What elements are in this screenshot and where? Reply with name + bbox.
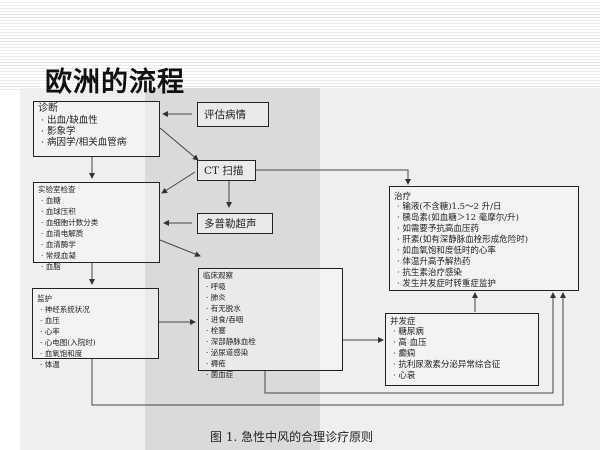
monitor-item: 心率 bbox=[40, 326, 154, 337]
arrow-lab-to-clinical bbox=[159, 239, 201, 257]
treatment-heading: 治疗 bbox=[394, 192, 412, 202]
lab-tests-box: 实验室检查 血糖血球压积血细胞计数分类血清电解质血清酶学常规血凝血脂 bbox=[33, 182, 160, 271]
diagnosis-item: 影象学 bbox=[41, 126, 155, 137]
complications-box: 并发症 糖尿病高 血压癫痫抗利尿激素分泌异常综合征心衰 bbox=[385, 313, 539, 386]
lab-item: 常规血凝 bbox=[41, 250, 155, 261]
lab-item: 血脂 bbox=[41, 261, 155, 272]
ct-scan-box: CT 扫描 bbox=[197, 160, 256, 181]
clinical-item: 有无脱水 bbox=[206, 303, 338, 314]
monitoring-box: 监护 神经系统状况血压心率心电图(入院时)血氧饱和度体温 bbox=[32, 288, 159, 369]
treatment-item: 肝素(如有深静脉血栓形成危险时) bbox=[397, 235, 574, 246]
treatment-item: 胰岛素(如血糖＞12 毫摩尔/升) bbox=[397, 213, 574, 224]
assess-box: 评估病情 bbox=[197, 102, 269, 127]
monitor-item: 血压 bbox=[40, 315, 154, 326]
lab-heading: 实验室检查 bbox=[38, 185, 76, 194]
complication-item: 心衰 bbox=[393, 371, 534, 382]
clinical-observation-box: 临床观察 呼吸肺炎有无脱水进食/吞咽栓塞深部静脉血栓泌尿道感染褥疮菌血症 bbox=[198, 268, 343, 379]
treatment-item: 发生并发症时转重症监护 bbox=[397, 279, 574, 290]
monitor-heading: 监护 bbox=[37, 294, 52, 303]
treatment-item: 输液(不含糖)1.5～2 升/日 bbox=[397, 202, 574, 213]
arrow-ct-to-treatment bbox=[256, 169, 411, 185]
complication-item: 抗利尿激素分泌异常综合征 bbox=[393, 360, 534, 371]
clinical-item: 进食/吞咽 bbox=[206, 314, 338, 325]
monitor-item: 心电图(入院时) bbox=[40, 337, 154, 348]
slide-header-background bbox=[0, 0, 600, 90]
complications-heading: 并发症 bbox=[390, 317, 416, 327]
slide-title: 欧洲的流程 bbox=[45, 67, 185, 98]
lab-item: 血球压积 bbox=[41, 206, 155, 217]
arrow-clinical-to-treatment bbox=[264, 292, 556, 394]
treatment-item: 抗生素治疗感染 bbox=[397, 268, 574, 279]
complication-item: 高 血压 bbox=[393, 338, 534, 349]
figure-caption: 图 1. 急性中风的合理诊疗原则 bbox=[210, 430, 374, 444]
clinical-item: 菌血症 bbox=[206, 369, 338, 380]
doppler-box: 多普勒超声 bbox=[197, 213, 273, 234]
lab-item: 血清酶学 bbox=[41, 239, 155, 250]
treatment-item: 体温升高予解热药 bbox=[397, 257, 574, 268]
diagnosis-box: 诊断 出血/缺血性影象学病因学/相关血管病 bbox=[33, 101, 160, 157]
clinical-item: 深部静脉血栓 bbox=[206, 336, 338, 347]
treatment-box: 治疗 输液(不含糖)1.5～2 升/日胰岛素(如血糖＞12 毫摩尔/升)如需要予… bbox=[389, 186, 579, 291]
diagnosis-heading: 诊断 bbox=[38, 103, 58, 114]
treatment-item: 如需要予抗高血压药 bbox=[397, 224, 574, 235]
monitor-item: 神经系统状况 bbox=[40, 304, 154, 315]
clinical-heading: 临床观察 bbox=[203, 271, 233, 280]
diagnosis-item: 出血/缺血性 bbox=[41, 115, 155, 126]
lab-item: 血细胞计数分类 bbox=[41, 217, 155, 228]
diagnosis-item: 病因学/相关血管病 bbox=[41, 137, 155, 148]
lab-item: 血糖 bbox=[41, 195, 155, 206]
clinical-item: 泌尿道感染 bbox=[206, 347, 338, 358]
monitor-item: 体温 bbox=[40, 359, 154, 370]
complication-item: 癫痫 bbox=[393, 349, 534, 360]
lab-item: 血清电解质 bbox=[41, 228, 155, 239]
treatment-item: 如血氧饱和度低时的心率 bbox=[397, 246, 574, 257]
clinical-item: 栓塞 bbox=[206, 325, 338, 336]
arrow-ct-to-lab bbox=[161, 171, 196, 194]
clinical-item: 呼吸 bbox=[206, 281, 338, 292]
arrow-monitor-to-treatment bbox=[91, 292, 566, 406]
monitor-item: 血氧饱和度 bbox=[40, 348, 154, 359]
clinical-item: 肺炎 bbox=[206, 292, 338, 303]
arrow-diagnosis-to-ct bbox=[159, 127, 199, 161]
clinical-item: 褥疮 bbox=[206, 358, 338, 369]
complication-item: 糖尿病 bbox=[393, 327, 534, 338]
